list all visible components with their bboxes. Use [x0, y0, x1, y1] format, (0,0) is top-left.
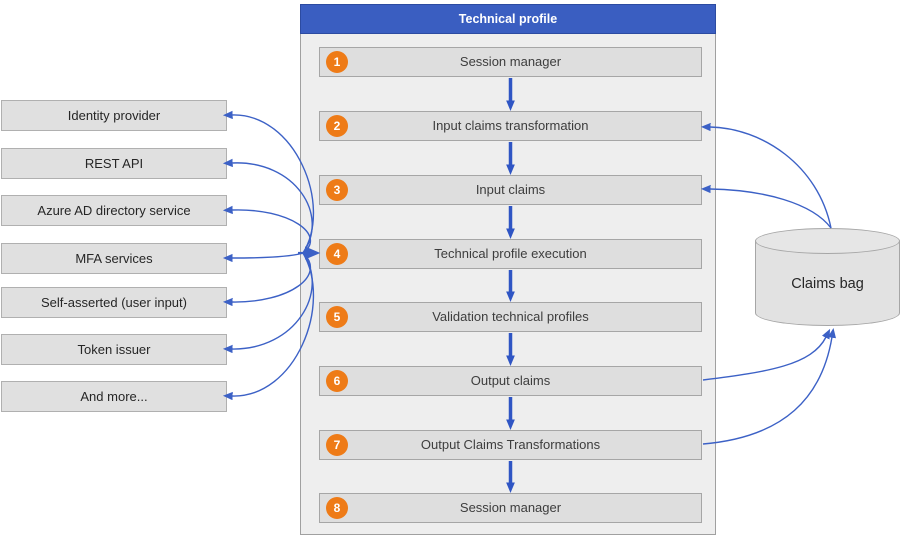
step-label: Session manager	[459, 500, 562, 515]
connector-claimsbag-to-input-claims	[700, 184, 832, 229]
source-box-token-issuer: Token issuer	[1, 334, 227, 365]
source-box-mfa: MFA services	[1, 243, 227, 274]
step-validation-technical-profiles: 5 Validation technical profiles	[319, 302, 702, 332]
technical-profile-panel: Technical profile 1 Session manager 2 In…	[300, 4, 716, 535]
step-number-badge: 8	[326, 497, 348, 519]
source-box-self-asserted: Self-asserted (user input)	[1, 287, 227, 318]
step-output-claims: 6 Output claims	[319, 366, 702, 396]
panel-title: Technical profile	[300, 4, 716, 34]
step-session-manager-1: 1 Session manager	[319, 47, 702, 77]
source-box-identity-provider: Identity provider	[1, 100, 227, 131]
step-number-badge: 7	[326, 434, 348, 456]
connector-exec-to-mfa	[222, 252, 304, 263]
claims-bag-label: Claims bag	[791, 276, 864, 292]
step-label: Input claims	[475, 182, 546, 197]
step-technical-profile-execution: 4 Technical profile execution	[319, 239, 702, 269]
source-box-rest-api: REST API	[1, 148, 227, 179]
step-number-badge: 4	[326, 243, 348, 265]
step-label: Output Claims Transformations	[420, 437, 601, 452]
step-label: Output claims	[470, 373, 551, 388]
step-label: Validation technical profiles	[432, 309, 589, 324]
claims-bag-top-ellipse	[755, 228, 900, 254]
step-input-claims: 3 Input claims	[319, 175, 702, 205]
step-number-badge: 1	[326, 51, 348, 73]
source-box-and-more: And more...	[1, 381, 227, 412]
claims-bag-body	[755, 241, 900, 326]
connector-exec-to-azure-ad	[222, 205, 311, 254]
connector-exec-to-self-asserted	[222, 252, 311, 307]
step-label: Session manager	[459, 54, 562, 69]
step-output-claims-transformations: 7 Output Claims Transformations	[319, 430, 702, 460]
connector-claimsbag-to-input-claims-transformation	[700, 122, 832, 229]
step-number-badge: 2	[326, 115, 348, 137]
step-number-badge: 6	[326, 370, 348, 392]
step-label: Technical profile execution	[434, 246, 587, 261]
connector-output-claims-to-claimsbag	[702, 328, 831, 381]
source-box-azure-ad: Azure AD directory service	[1, 195, 227, 226]
claims-bag: Claims bag	[755, 228, 900, 326]
connector-output-claims-transformations-to-claimsbag	[702, 328, 837, 445]
step-input-claims-transformation: 2 Input claims transformation	[319, 111, 702, 141]
step-number-badge: 3	[326, 179, 348, 201]
step-number-badge: 5	[326, 306, 348, 328]
step-session-manager-8: 8 Session manager	[319, 493, 702, 523]
step-label: Input claims transformation	[432, 118, 589, 133]
